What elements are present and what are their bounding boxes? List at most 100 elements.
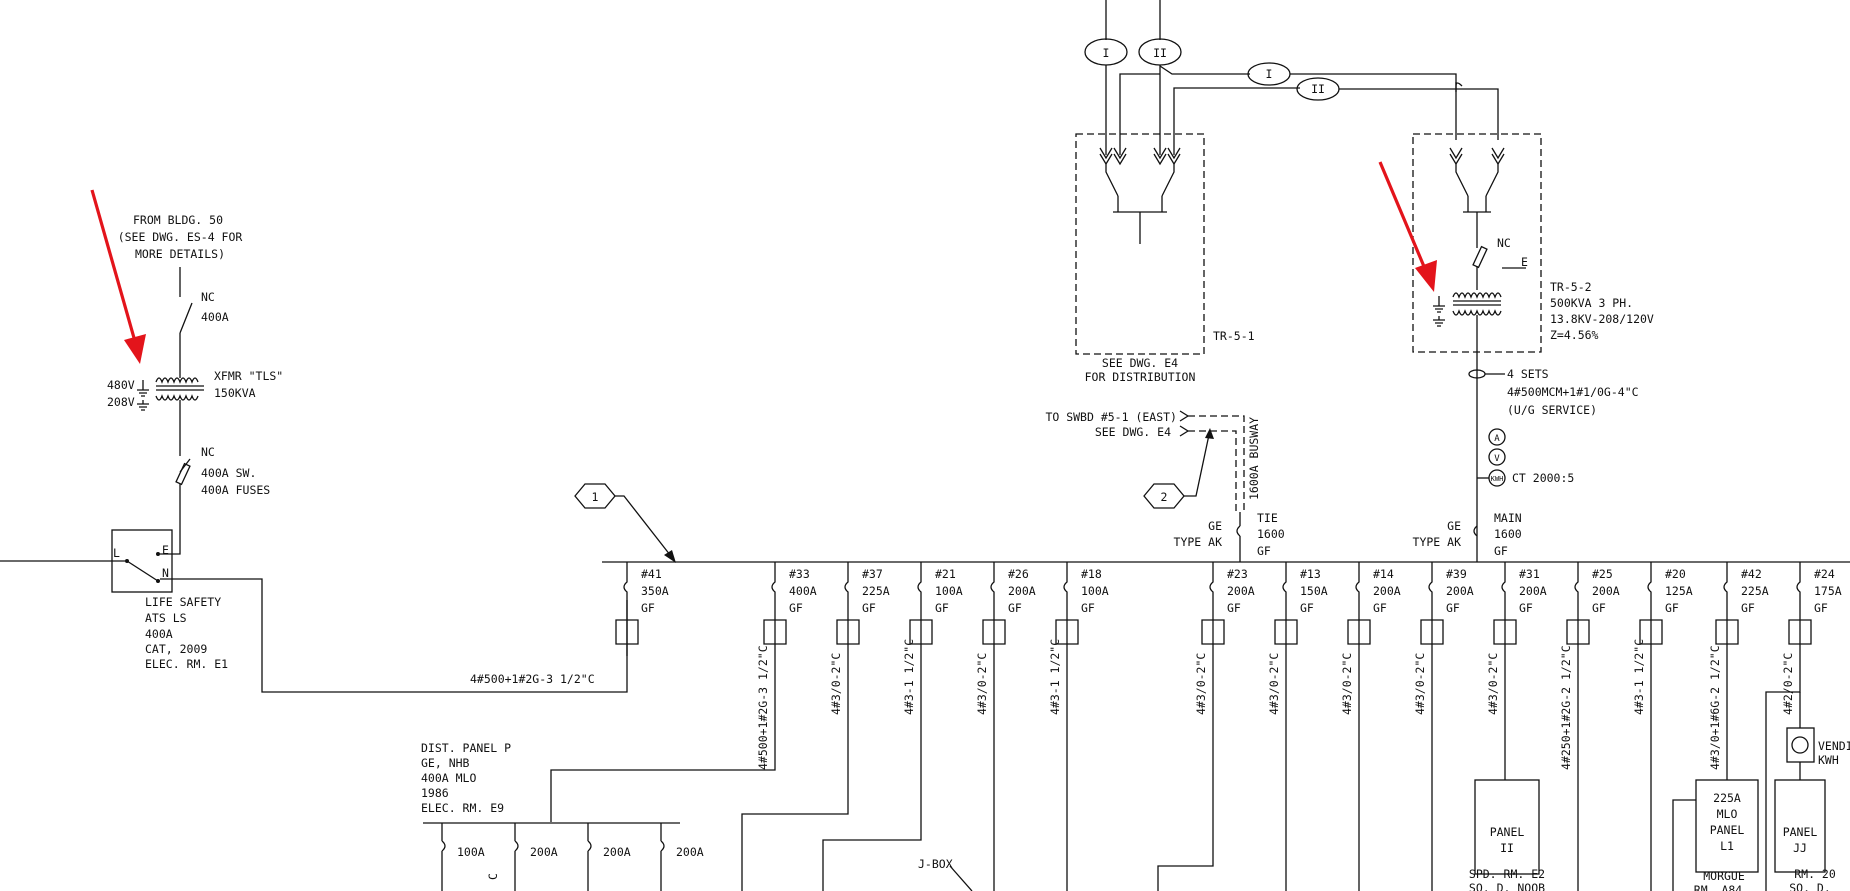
panel-ii-location: SPD. RM. E2 — [1469, 867, 1545, 881]
xfmr-name: XFMR "TLS" — [214, 369, 283, 383]
panel-jj-word: PANEL — [1783, 825, 1818, 839]
ats-n-terminal: N — [162, 566, 169, 580]
breaker-amps: 350A — [641, 584, 669, 598]
tr51-for-distribution: FOR DISTRIBUTION — [1085, 370, 1196, 384]
main-ge: GE — [1447, 519, 1461, 533]
breaker-gf: GF — [1519, 601, 1533, 615]
ct-ratio: CT 2000:5 — [1512, 471, 1574, 485]
breaker-gf: GF — [641, 601, 655, 615]
feeder-i-label-2: I — [1266, 67, 1273, 81]
primary-voltage: 480V — [107, 378, 135, 392]
service-sets: 4 SETS — [1507, 367, 1549, 381]
breaker-amps: 200A — [1373, 584, 1401, 598]
tr52-name: TR-5-2 — [1550, 280, 1592, 294]
breaker-symbol — [1274, 562, 1298, 656]
left-source-block: FROM BLDG. 50 (SEE DWG. ES-4 FOR MORE DE… — [0, 189, 628, 693]
ats-line-3: 400A — [145, 627, 173, 641]
panel-l1-amps: 225A — [1713, 791, 1741, 805]
breaker-cable: 4#3/0+1#6G-2 1/2"C — [1708, 645, 1722, 770]
tie-type: TYPE AK — [1174, 535, 1223, 549]
breaker-gf: GF — [935, 601, 949, 615]
busway-label: 1600A BUSWAY — [1247, 417, 1261, 500]
tr52-impedance: Z=4.56% — [1550, 328, 1599, 342]
breaker-gf: GF — [1373, 601, 1387, 615]
panel-l1-word: PANEL — [1710, 823, 1745, 837]
breaker-symbol — [615, 562, 639, 656]
tr52-rating: 500KVA 3 PH. — [1550, 296, 1633, 310]
breaker-num: #39 — [1446, 567, 1467, 581]
vending-label: VENDIN — [1818, 739, 1850, 753]
breaker-num: #18 — [1081, 567, 1102, 581]
breaker-symbol — [1420, 562, 1444, 656]
panel-ii: PANEL II SPD. RM. E2 SO. D. NOOB — [1469, 656, 1545, 891]
secondary-voltage: 208V — [107, 395, 135, 409]
breaker-cable: 4#3/0-2"C — [1194, 653, 1208, 715]
panel-ii-word: PANEL — [1490, 825, 1525, 839]
fuse-rating: 400A FUSES — [201, 483, 270, 497]
breaker-cable: 4#2/0-2"C — [1781, 653, 1795, 715]
tie-amps: 1600 — [1257, 527, 1285, 541]
panel-jj-location: RM. 20 — [1794, 867, 1836, 881]
swbd-see-dwg: SEE DWG. E4 — [1095, 425, 1171, 439]
ats-l-terminal: L — [113, 546, 120, 560]
breaker-amps: 400A — [789, 584, 817, 598]
breaker-gf: GF — [1814, 601, 1828, 615]
tie-name: TIE — [1257, 511, 1278, 525]
xfmr-kva: 150KVA — [214, 386, 256, 400]
tag-2-label: 2 — [1161, 490, 1168, 504]
panel-l1-mlo: MLO — [1717, 807, 1738, 821]
ats-line-1: LIFE SAFETY — [145, 595, 221, 609]
panel-ii-id: II — [1500, 841, 1514, 855]
breaker-num: #42 — [1741, 567, 1762, 581]
incoming-feeders: I II I II — [1084, 0, 1505, 166]
red-annotation-arrow-right — [1378, 161, 1437, 292]
breaker-gf: GF — [1300, 601, 1314, 615]
swbd-label: TO SWBD #5-1 (EAST) — [1045, 410, 1177, 424]
breaker-amps: 175A — [1814, 584, 1842, 598]
breaker-symbol — [1347, 562, 1371, 656]
breaker-cable: 4#3-1 1/2"C — [1632, 639, 1646, 715]
ats-line-5: ELEC. RM. E1 — [145, 657, 228, 671]
source-label-2: (SEE DWG. ES-4 FOR — [118, 230, 243, 244]
tag-1: 1 — [574, 483, 676, 563]
fused-switch-rating: 400A SW. — [201, 466, 256, 480]
breaker-gf: GF — [789, 601, 803, 615]
breaker-cable: 4#3/0-2"C — [975, 653, 989, 715]
ats-line-2: ATS LS — [145, 611, 187, 625]
nc-label-2: NC — [201, 445, 215, 459]
panel-ii-location-2: SO. D. NOOB — [1469, 881, 1545, 891]
main-name: MAIN — [1494, 511, 1522, 525]
kwh-meter: KWH — [1491, 475, 1504, 483]
breaker-symbol — [1715, 562, 1739, 656]
dist-p-sub-4: 200A — [676, 845, 704, 859]
breaker-gf: GF — [1008, 601, 1022, 615]
tie-busway: TO SWBD #5-1 (EAST) SEE DWG. E4 1600A BU… — [1045, 410, 1522, 562]
nc-label: NC — [201, 290, 215, 304]
tr-5-1-block: SEE DWG. E4 FOR DISTRIBUTION TR-5-1 — [1075, 133, 1255, 384]
breaker-symbol — [836, 562, 860, 656]
breaker-gf: GF — [1446, 601, 1460, 615]
breaker-symbol — [1055, 562, 1079, 656]
breaker-amps: 150A — [1300, 584, 1328, 598]
breaker-num: #20 — [1665, 567, 1686, 581]
breaker-num: #23 — [1227, 567, 1248, 581]
tr51-name: TR-5-1 — [1213, 329, 1255, 343]
dist-p-line-1: DIST. PANEL P — [421, 741, 511, 755]
breaker-cable: 4#500+1#2G-3 1/2"C — [756, 645, 770, 770]
breaker-amps: 125A — [1665, 584, 1693, 598]
downstream-feeders: J-BOX — [741, 656, 1652, 891]
breaker-amps: 100A — [935, 584, 963, 598]
panel-l1: 225A MLO PANEL L1 MORGUE RM. A84 — [1672, 656, 1759, 891]
breaker-gf: GF — [1741, 601, 1755, 615]
tie-gf: GF — [1257, 544, 1271, 558]
